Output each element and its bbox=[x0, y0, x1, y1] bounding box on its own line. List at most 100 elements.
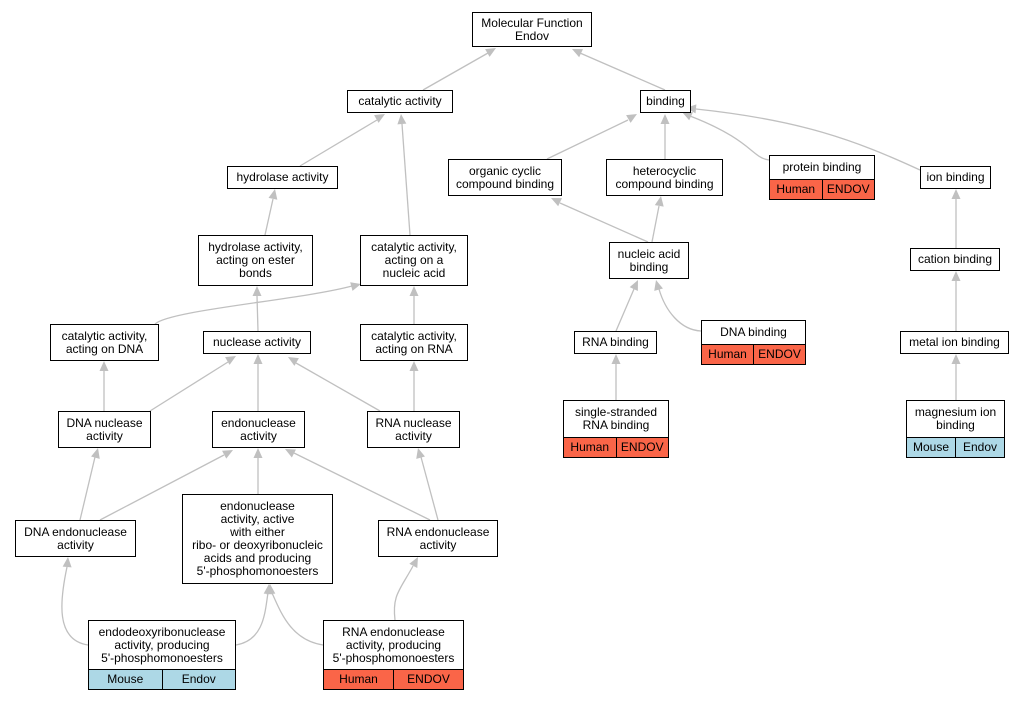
node-rna-endo-5p[interactable]: RNA endonuclease activity, producing 5'-… bbox=[323, 620, 464, 690]
node-label: organic cyclic compound binding bbox=[455, 163, 555, 191]
node-heterocyclic[interactable]: heterocyclic compound binding bbox=[606, 159, 723, 196]
edge-1 bbox=[579, 52, 666, 91]
arrowhead-icon bbox=[285, 449, 296, 458]
arrowhead-icon bbox=[91, 448, 100, 459]
arrowhead-icon bbox=[951, 271, 961, 281]
edge-6 bbox=[689, 115, 770, 161]
arrowhead-icon bbox=[626, 114, 637, 123]
arrowhead-icon bbox=[374, 114, 385, 123]
node-cat-rna[interactable]: catalytic activity, acting on RNA bbox=[360, 324, 468, 361]
edge-9 bbox=[559, 202, 649, 243]
node-ion-binding[interactable]: ion binding bbox=[920, 166, 991, 189]
node-label: RNA endonuclease activity bbox=[386, 524, 490, 552]
edge-13 bbox=[154, 285, 353, 325]
edge-20 bbox=[149, 361, 229, 412]
edge-30 bbox=[61, 566, 89, 646]
edge-21 bbox=[295, 362, 381, 412]
node-label: DNA endonuclease activity bbox=[24, 524, 127, 552]
node-binding[interactable]: binding bbox=[640, 90, 691, 113]
gene-label: ENDOV bbox=[615, 438, 668, 457]
edge-29 bbox=[420, 456, 439, 521]
node-rna-nuclease[interactable]: RNA nuclease activity bbox=[367, 411, 460, 448]
node-endodeoxy[interactable]: endodeoxyribonuclease activity, producin… bbox=[88, 620, 236, 690]
node-nuclease[interactable]: nuclease activity bbox=[203, 331, 311, 354]
node-label: cation binding bbox=[917, 252, 993, 266]
node-label: Molecular Function Endov bbox=[481, 15, 583, 43]
node-label: endonuclease activity bbox=[221, 415, 296, 443]
node-label: catalytic activity, acting on RNA bbox=[371, 328, 457, 356]
node-label: hydrolase activity bbox=[236, 170, 329, 184]
node-label: RNA nuclease activity bbox=[375, 415, 452, 443]
node-label: magnesium ion binding bbox=[914, 405, 997, 432]
node-label: endonuclease activity, active with eithe… bbox=[192, 499, 323, 578]
node-dna-endo[interactable]: DNA endonuclease activity bbox=[15, 520, 136, 557]
arrowhead-icon bbox=[266, 584, 276, 595]
arrowhead-icon bbox=[288, 357, 299, 366]
node-endonuclease[interactable]: endonuclease activity bbox=[212, 411, 305, 448]
gene-label: Endov bbox=[955, 438, 1004, 457]
node-label: RNA endonuclease activity, producing 5'-… bbox=[332, 624, 455, 665]
node-label: RNA binding bbox=[582, 335, 649, 349]
node-label: metal ion binding bbox=[909, 335, 1000, 349]
node-catalytic[interactable]: catalytic activity bbox=[347, 90, 453, 113]
edge-14 bbox=[615, 288, 635, 332]
arrowhead-icon bbox=[350, 282, 361, 291]
gene-label: Endov bbox=[161, 670, 235, 689]
node-label: protein binding bbox=[782, 160, 862, 174]
node-organic-cyclic[interactable]: organic cyclic compound binding bbox=[448, 159, 562, 196]
node-rna-endo[interactable]: RNA endonuclease activity bbox=[378, 520, 498, 557]
arrowhead-icon bbox=[654, 196, 664, 207]
node-label: catalytic activity, acting on a nucleic … bbox=[371, 240, 457, 280]
edge-28 bbox=[293, 452, 431, 521]
arrowhead-icon bbox=[629, 280, 638, 291]
arrowhead-icon bbox=[682, 112, 693, 121]
arrowhead-icon bbox=[951, 354, 961, 364]
arrowhead-icon bbox=[252, 286, 262, 296]
node-endo-either[interactable]: endonuclease activity, active with eithe… bbox=[182, 494, 333, 584]
node-hydrolase[interactable]: hydrolase activity bbox=[227, 166, 338, 189]
gene-label: ENDOV bbox=[753, 345, 805, 364]
arrowhead-icon bbox=[397, 114, 407, 125]
species-label: Human bbox=[324, 670, 393, 689]
gene-label: ENDOV bbox=[821, 180, 874, 199]
node-label: binding bbox=[646, 94, 685, 108]
edge-12 bbox=[256, 295, 259, 332]
edge-0 bbox=[422, 52, 489, 91]
arrowhead-icon bbox=[253, 354, 263, 364]
edge-8 bbox=[264, 198, 274, 236]
arrowhead-icon bbox=[660, 114, 670, 124]
arrowhead-icon bbox=[409, 286, 419, 296]
node-rna-binding[interactable]: RNA binding bbox=[574, 331, 657, 354]
arrowhead-icon bbox=[222, 450, 233, 459]
edge-33 bbox=[393, 565, 414, 621]
node-label: catalytic activity, acting on DNA bbox=[61, 328, 148, 356]
arrowhead-icon bbox=[268, 189, 278, 200]
node-cat-nucleic[interactable]: catalytic activity, acting on a nucleic … bbox=[360, 235, 468, 286]
node-cation-binding[interactable]: cation binding bbox=[910, 248, 1000, 271]
node-label: heterocyclic compound binding bbox=[615, 163, 714, 191]
node-label: hydrolase activity, acting on ester bond… bbox=[208, 240, 303, 280]
node-dna-nuclease[interactable]: DNA nuclease activity bbox=[58, 411, 151, 448]
node-nucleic-binding[interactable]: nucleic acid binding bbox=[609, 242, 689, 279]
arrowhead-icon bbox=[62, 557, 72, 568]
node-hydrolase-ester[interactable]: hydrolase activity, acting on ester bond… bbox=[198, 235, 313, 286]
node-metal-ion[interactable]: metal ion binding bbox=[900, 331, 1009, 354]
node-root[interactable]: Molecular Function Endov bbox=[472, 12, 592, 47]
arrowhead-icon bbox=[416, 448, 425, 459]
arrowhead-icon bbox=[951, 189, 961, 199]
arrowhead-icon bbox=[611, 354, 621, 364]
edge-3 bbox=[401, 123, 411, 236]
node-label: endodeoxyribonuclease activity, producin… bbox=[98, 624, 226, 665]
node-cat-dna[interactable]: catalytic activity, acting on DNA bbox=[50, 324, 159, 361]
